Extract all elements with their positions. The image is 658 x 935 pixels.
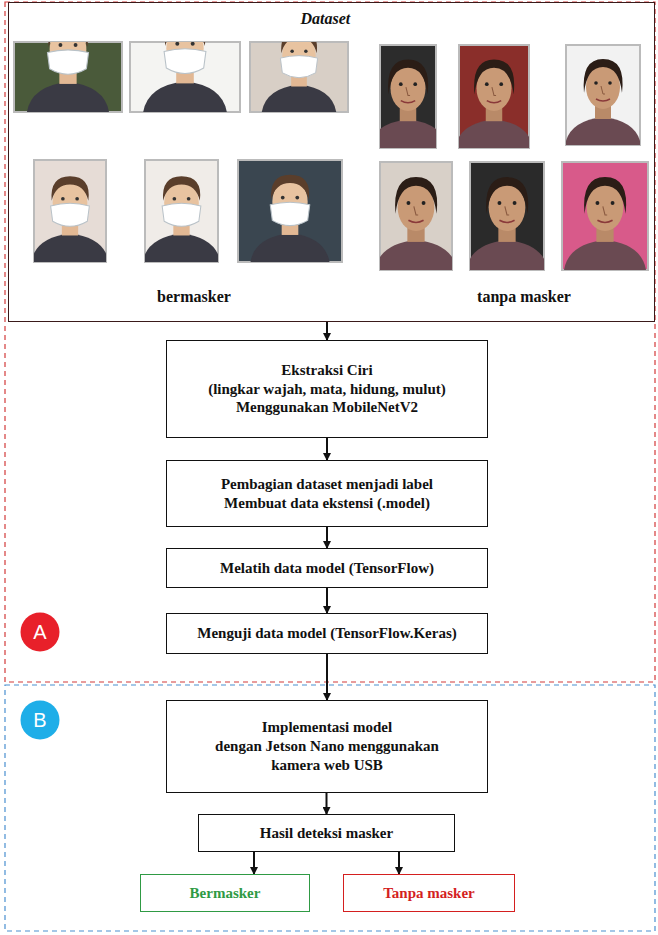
node-text: Hasil deteksi masker — [260, 824, 393, 843]
region-a-outline — [5, 2, 655, 682]
unmasked-photos — [369, 45, 648, 270]
flow-arrow — [398, 852, 400, 874]
section-badge: A — [20, 612, 60, 652]
flow-arrow — [326, 322, 328, 340]
result-box: Tanpa masker — [343, 874, 515, 912]
node-text: Menggunakan MobileNetV2 — [236, 398, 418, 417]
node-text: (lingkar wajah, mata, hidung, mulut) — [208, 380, 446, 399]
flow-arrow — [326, 654, 328, 700]
node-text: Membuat data ekstensi (.model) — [224, 494, 430, 513]
process-box: Ekstraksi Ciri(lingkar wajah, mata, hidu… — [166, 340, 488, 438]
node-text: B — [33, 708, 46, 733]
section-badge: B — [20, 700, 60, 740]
flow-arrow — [253, 852, 255, 874]
process-box: Hasil deteksi masker — [198, 814, 455, 852]
node-text: Melatih data model (TensorFlow) — [220, 559, 434, 578]
process-box: Menguji data model (TensorFlow.Keras) — [166, 613, 488, 654]
node-text: Dataset — [297, 9, 355, 29]
process-box: Melatih data model (TensorFlow) — [166, 548, 488, 588]
node-text: Bermasker — [190, 884, 261, 903]
node-text: Ekstraksi Ciri — [281, 361, 372, 380]
region-b-outline — [5, 685, 655, 931]
masked-photos — [14, 20, 348, 262]
node-text: bermasker — [99, 287, 289, 307]
flow-arrow — [326, 588, 328, 613]
process-box: Pembagian dataset menjadi labelMembuat d… — [166, 460, 488, 527]
flow-arrow — [326, 438, 328, 460]
node-text: kamera web USB — [271, 756, 383, 775]
node-text: Implementasi model — [262, 718, 392, 737]
process-box: Implementasi modeldengan Jetson Nano men… — [166, 700, 488, 793]
node-text: A — [33, 620, 46, 645]
node-text: Pembagian dataset menjadi label — [221, 475, 433, 494]
flow-arrow — [326, 527, 328, 548]
result-box: Bermasker — [140, 874, 310, 912]
flow-arrow — [326, 793, 328, 814]
node-text: Tanpa masker — [383, 884, 475, 903]
node-text: tanpa masker — [429, 287, 619, 307]
node-text: dengan Jetson Nano menggunakan — [215, 737, 439, 756]
node-text: Menguji data model (TensorFlow.Keras) — [197, 624, 456, 643]
